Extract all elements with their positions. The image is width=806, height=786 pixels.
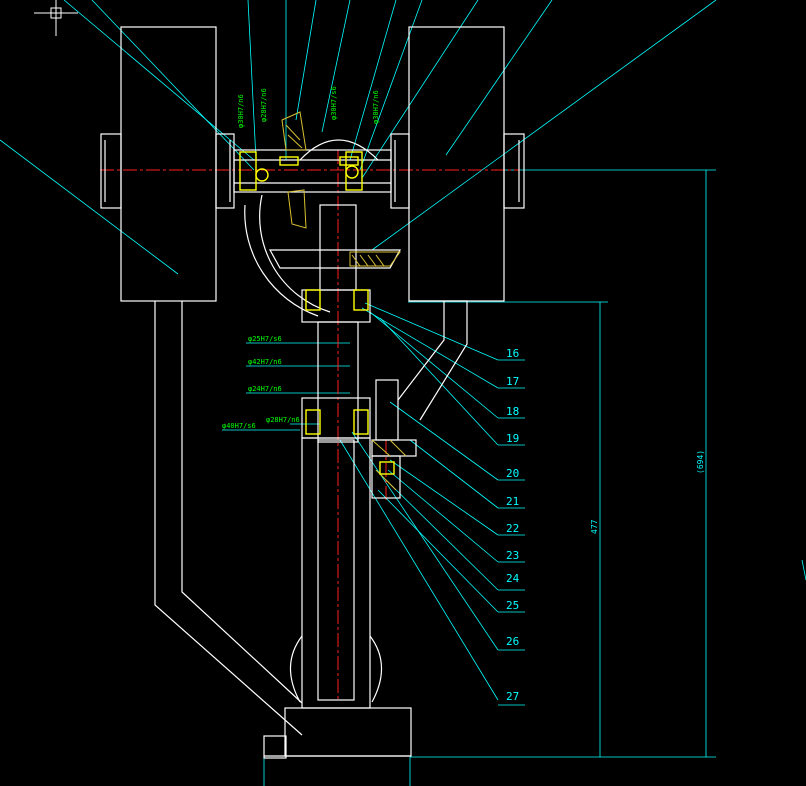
ucs-crosshair-icon bbox=[34, 0, 78, 36]
fit-label-left-2: φ42H7/n6 bbox=[248, 358, 282, 366]
part-number-22: 22 bbox=[506, 522, 519, 535]
part-number-18: 18 bbox=[506, 405, 519, 418]
part-number-16: 16 bbox=[506, 347, 519, 360]
part-number-25: 25 bbox=[506, 599, 519, 612]
part-number-20: 20 bbox=[506, 467, 519, 480]
part-number-26: 26 bbox=[506, 635, 519, 648]
fit-label-left-5: φ40H7/s6 bbox=[222, 422, 256, 430]
part-number-19: 19 bbox=[506, 432, 519, 445]
fit-label-top-3: φ30H7/s6 bbox=[330, 86, 338, 120]
fit-label-left-3: φ24H7/n6 bbox=[248, 385, 282, 393]
fit-label-top-1: φ30H7/n6 bbox=[237, 94, 245, 128]
part-numbers: 16 17 18 19 20 21 22 23 24 25 26 27 bbox=[506, 347, 520, 703]
bearings bbox=[239, 151, 395, 475]
part-number-21: 21 bbox=[506, 495, 519, 508]
fit-label-left-1: φ25H7/s6 bbox=[248, 335, 282, 343]
dimension-labels: 477 (694) bbox=[590, 450, 705, 534]
hatched-parts bbox=[281, 111, 407, 491]
part-number-17: 17 bbox=[506, 375, 519, 388]
machine-outline bbox=[100, 26, 525, 759]
fit-label-top-2: φ28H7/n6 bbox=[260, 88, 268, 122]
part-number-23: 23 bbox=[506, 549, 519, 562]
fit-labels: φ30H7/n6 φ28H7/n6 φ30H7/s6 φ30H7/n6 φ25H… bbox=[222, 86, 380, 430]
fit-label-top-4: φ30H7/n6 bbox=[372, 90, 380, 124]
part-number-24: 24 bbox=[506, 572, 520, 585]
dimension-477: 477 bbox=[590, 519, 599, 534]
center-lines bbox=[100, 150, 520, 700]
part-number-27: 27 bbox=[506, 690, 519, 703]
dimension-694: (694) bbox=[696, 450, 705, 474]
fit-label-left-4: φ28H7/n6 bbox=[266, 416, 300, 424]
